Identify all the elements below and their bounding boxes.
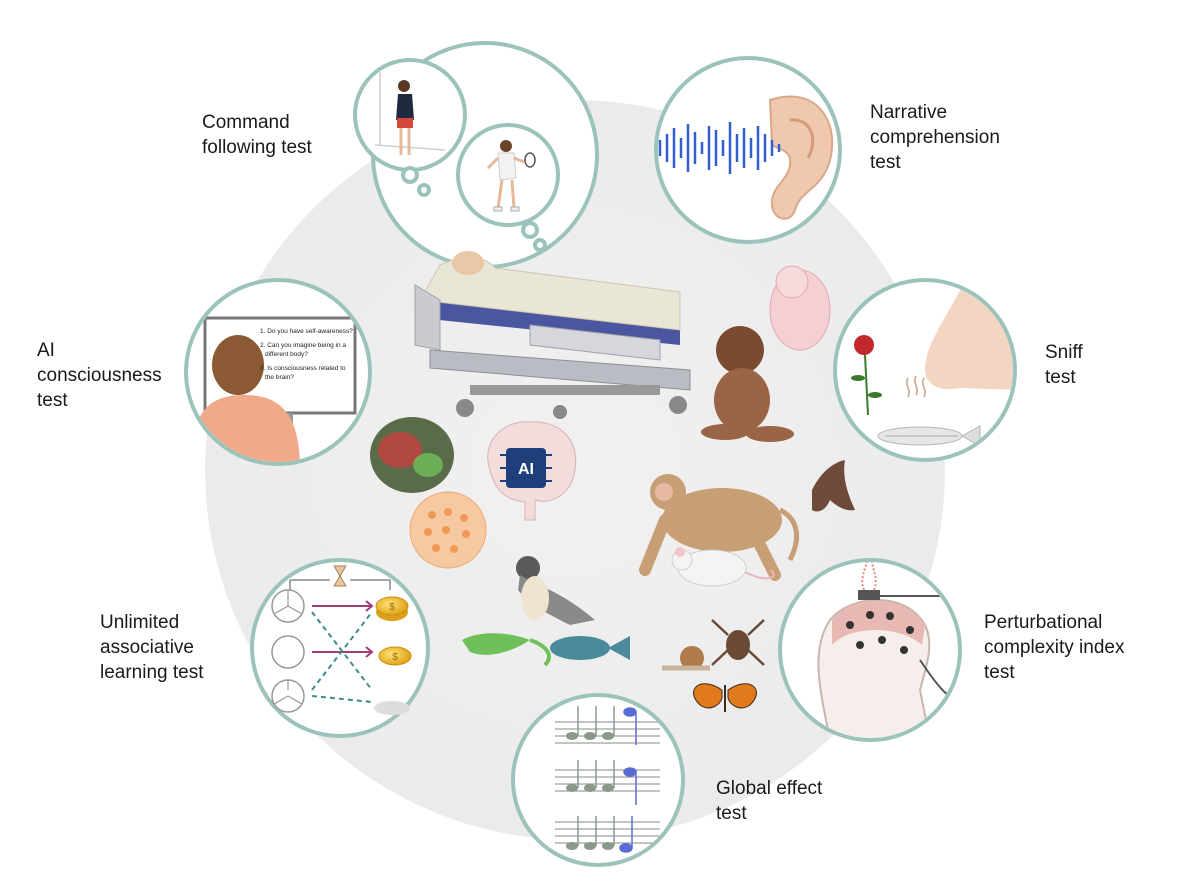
label-global-effect: Global effect test — [716, 778, 823, 824]
ai-question-3b: the brain? — [265, 374, 294, 381]
label-narrative-comprehension: Narrative comprehension test — [870, 102, 1000, 173]
bat-icon — [812, 460, 855, 512]
hospital-bed-icon — [414, 251, 691, 419]
label-ai-consciousness: AI consciousness test — [37, 340, 162, 411]
music-staff-icon — [555, 706, 660, 853]
cell-cluster-icon — [409, 491, 487, 569]
command-following-bubble — [353, 41, 599, 269]
hourglass-icon — [333, 565, 347, 587]
ai-question-3a: 3. Is consciousness related to — [260, 365, 346, 372]
brain-organoid-icon — [370, 417, 454, 493]
label-unlimited-associative-learning: Unlimited associative learning test — [100, 612, 204, 683]
eeg-cap-head-icon — [817, 562, 958, 738]
global-effect-bubble — [511, 693, 685, 867]
fish-icon — [550, 636, 630, 660]
snail-icon — [662, 646, 710, 671]
label-perturbational-complexity: Perturbational complexity index test — [984, 612, 1125, 683]
ual-bubble: $ $ — [250, 558, 430, 738]
pci-bubble — [778, 558, 962, 742]
sound-wave-icon — [658, 122, 781, 174]
label-sniff: Sniff test — [1045, 342, 1083, 388]
label-command-following: Command following test — [202, 112, 312, 158]
rose-icon — [851, 335, 882, 416]
music-note-icon — [619, 707, 637, 853]
sniff-bubble — [833, 278, 1017, 462]
monkey-icon — [639, 474, 800, 581]
ai-question-2a: 2. Can you imagine being in a — [260, 342, 346, 349]
narrative-comprehension-bubble — [654, 56, 842, 244]
lizard-icon — [462, 633, 551, 667]
butterfly-icon — [693, 683, 757, 712]
ai-question-1: 1. Do you have self-awareness? — [260, 328, 353, 335]
ai-consciousness-bubble: 1. Do you have self-awareness? 2. Can yo… — [184, 278, 372, 466]
fetus-icon — [769, 265, 831, 351]
tennis-player-icon — [486, 140, 536, 212]
falcon-icon — [516, 556, 595, 625]
ai-chip-brain-icon: AI — [487, 421, 577, 521]
woman-standing-icon — [374, 70, 446, 155]
svg-text:$: $ — [392, 652, 398, 663]
mouse-icon — [671, 547, 775, 587]
ai-chip-label: AI — [518, 461, 534, 478]
svg-text:$: $ — [389, 602, 395, 613]
ear-icon — [768, 95, 834, 220]
baby-icon — [701, 326, 794, 442]
coin-icon: $ $ — [375, 596, 412, 666]
ai-question-2b: different body? — [265, 351, 308, 358]
spider-icon — [711, 619, 765, 666]
fish-skeleton-icon — [877, 425, 981, 447]
